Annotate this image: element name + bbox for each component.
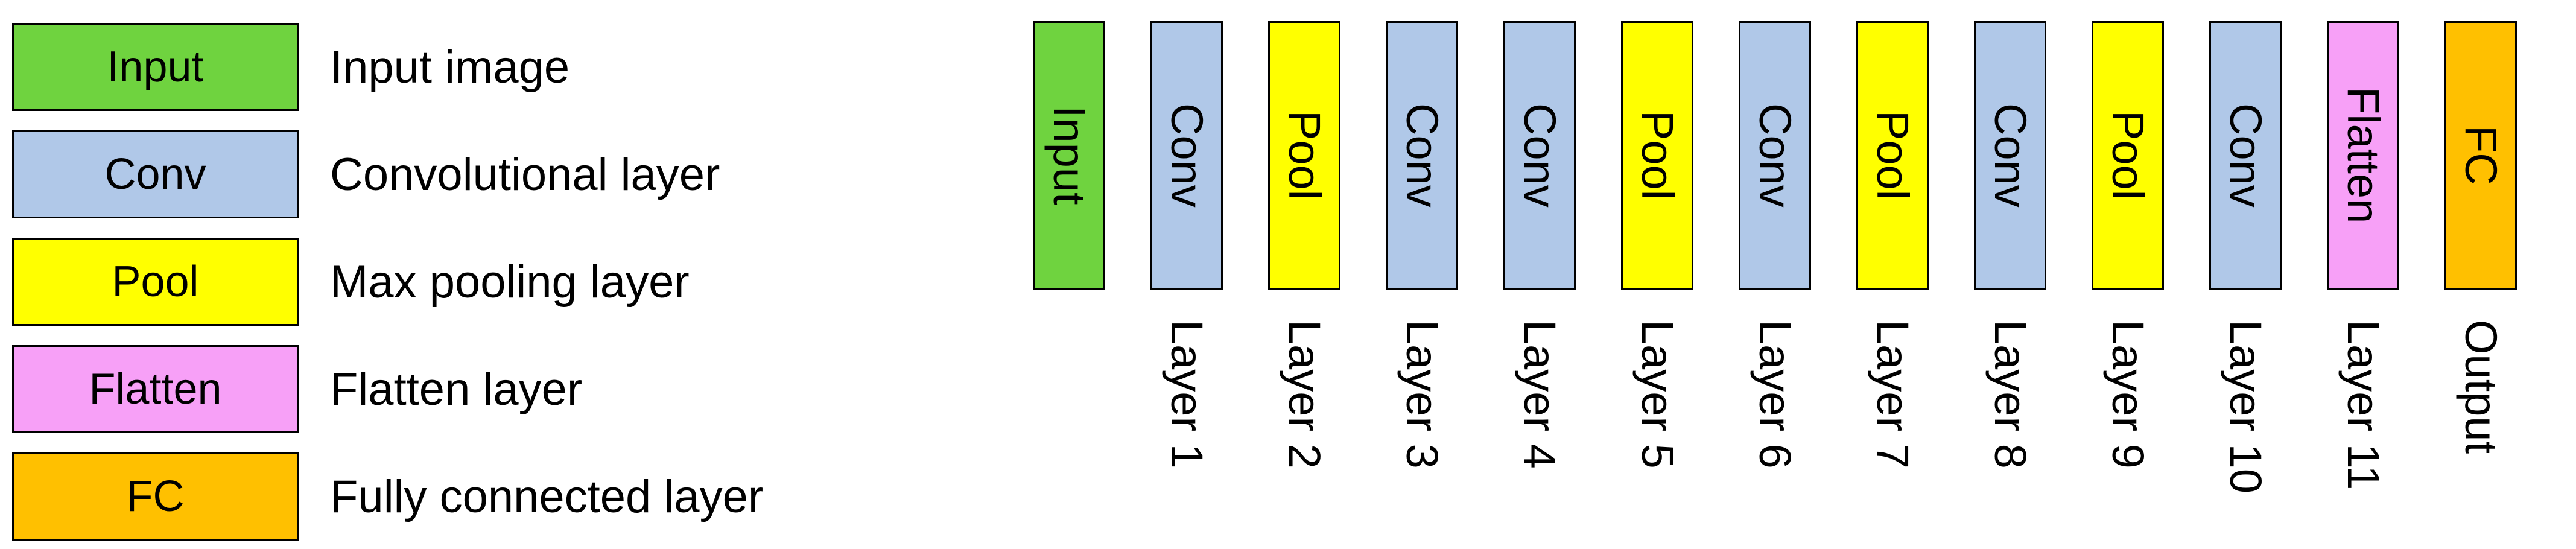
layer-box: Conv (1974, 21, 2046, 290)
layer-box-label: Pool (2103, 110, 2153, 200)
legend-swatch-pool: Pool (12, 238, 299, 326)
layer-box-label: Conv (1397, 103, 1447, 208)
layer-box: Pool (1268, 21, 1340, 290)
layer-caption-text: Layer 11 (2338, 320, 2388, 490)
layer-box: Conv (1503, 21, 1576, 290)
legend-swatch-fc: FC (12, 452, 299, 541)
layer-caption-text: Layer 9 (2103, 320, 2153, 469)
legend-description: Max pooling layer (330, 256, 690, 308)
legend-swatch-label: Pool (112, 258, 199, 306)
layer-box-label: FC (2456, 125, 2506, 185)
layer-caption-text: Layer 10 (2221, 320, 2271, 493)
layer-box: Conv (1386, 21, 1458, 290)
legend-description: Flatten layer (330, 363, 583, 415)
legend-description: Fully connected layer (330, 471, 764, 522)
layer-caption-text: Layer 2 (1280, 320, 1330, 469)
layer-caption: Layer 7 (1856, 320, 1929, 501)
layer-caption-text: Layer 4 (1515, 320, 1565, 469)
layer-box-label: Pool (1280, 110, 1330, 200)
legend-description: Convolutional layer (330, 148, 720, 200)
layer-box-label: Conv (1985, 103, 2035, 208)
layer-caption: Layer 4 (1503, 320, 1576, 501)
legend-swatch-label: Flatten (89, 365, 222, 413)
layer-box-label: Conv (1162, 103, 1212, 208)
layer-box-label: Conv (1515, 103, 1565, 208)
layer-caption-text: Layer 7 (1868, 320, 1918, 469)
legend-row-input: Input Input image (12, 23, 905, 113)
layer-caption: Layer 5 (1621, 320, 1693, 501)
layer-caption: Layer 3 (1386, 320, 1458, 501)
legend-row-pool: Pool Max pooling layer (12, 238, 905, 328)
layer-caption: Layer 10 (2209, 320, 2282, 501)
legend-swatch-conv: Conv (12, 130, 299, 218)
legend-row-flatten: Flatten Flatten layer (12, 345, 905, 436)
layer-caption-text: Layer 6 (1750, 320, 1800, 469)
layer-caption (1033, 320, 1105, 501)
legend: Input Input image Conv Convolutional lay… (0, 0, 905, 549)
layer-box: Conv (2209, 21, 2282, 290)
legend-row-fc: FC Fully connected layer (12, 452, 905, 543)
legend-description: Input image (330, 41, 570, 93)
layer-caption: Layer 2 (1268, 320, 1340, 501)
layer-box: Pool (2092, 21, 2164, 290)
layer-caption-text: Layer 5 (1632, 320, 1683, 469)
layer-box: Conv (1150, 21, 1223, 290)
legend-swatch-flatten: Flatten (12, 345, 299, 433)
layer-box-label: Conv (1750, 103, 1800, 208)
layer-caption-text: Layer 8 (1985, 320, 2035, 469)
layer-caption-text: Layer 1 (1162, 320, 1212, 469)
layer-caption: Layer 6 (1739, 320, 1811, 501)
layer-box-label: Pool (1632, 110, 1683, 200)
network-architecture: Input Conv Layer 1 Pool Layer 2 Conv Lay… (1026, 0, 2576, 549)
legend-row-conv: Conv Convolutional layer (12, 130, 905, 221)
layer-box-label: Conv (2221, 103, 2271, 208)
layer-caption: Layer 1 (1150, 320, 1223, 501)
layer-box: FC (2444, 21, 2517, 290)
legend-swatch-input: Input (12, 23, 299, 111)
layer-caption: Output (2444, 320, 2517, 501)
layer-box: Conv (1739, 21, 1811, 290)
layer-box: Flatten (2327, 21, 2399, 290)
layer-caption: Layer 11 (2327, 320, 2399, 501)
legend-swatch-label: FC (126, 472, 185, 521)
layer-caption: Layer 8 (1974, 320, 2046, 501)
layer-caption: Layer 9 (2092, 320, 2164, 501)
layer-box: Pool (1856, 21, 1929, 290)
layer-caption-text: Layer 3 (1397, 320, 1447, 469)
layer-box-label: Pool (1868, 110, 1918, 200)
layer-box: Pool (1621, 21, 1693, 290)
layer-box-label: Flatten (2338, 87, 2388, 224)
layer-box-label: Input (1044, 106, 1094, 205)
layer-box: Input (1033, 21, 1105, 290)
legend-swatch-label: Input (107, 43, 204, 91)
layer-caption-text: Output (2456, 320, 2506, 454)
legend-swatch-label: Conv (104, 150, 206, 198)
